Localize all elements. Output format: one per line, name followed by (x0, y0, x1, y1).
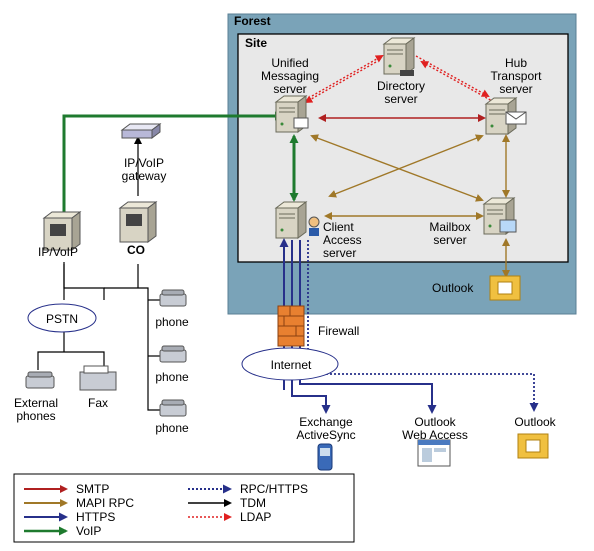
firewall-label: Firewall (318, 324, 360, 338)
legend-label-tdm: TDM (240, 496, 266, 510)
phone-label-3: phone (155, 421, 189, 435)
site-label: Site (245, 36, 268, 50)
outlook-icon-internal (489, 275, 521, 301)
ldap-links (304, 55, 495, 103)
client-access-server-icon (275, 201, 307, 239)
pstn-cloud-icon (27, 303, 97, 333)
gateway-icon (120, 123, 162, 139)
legend-swatches (24, 484, 232, 536)
phone-icon-1 (159, 289, 187, 307)
um-card-icon (293, 117, 309, 129)
web-page-icon (417, 439, 451, 467)
legend-box (13, 473, 355, 543)
voip-links (62, 111, 299, 212)
legend-label-https: HTTPS (76, 510, 116, 524)
internet-label: Internet (270, 358, 312, 372)
switch-icon-ipvoip (42, 211, 82, 251)
co-label: CO (127, 243, 145, 257)
legend-label-ldap: LDAP (240, 510, 272, 524)
forest-label: Forest (234, 14, 271, 28)
mailbox-icon (499, 219, 517, 233)
phone-icon-3 (159, 399, 187, 417)
legend-label-smtp: SMTP (76, 482, 110, 496)
internet-cloud-icon (241, 347, 339, 381)
phone-icon-2 (159, 345, 187, 363)
ip-voip-label: IP/VoIP (37, 245, 79, 259)
tdm-links (37, 136, 160, 411)
user-icon (308, 216, 320, 228)
legend-label-rpc-https: RPC/HTTPS (240, 482, 309, 496)
phone-label-2: phone (155, 370, 189, 384)
fax-label: Fax (87, 396, 109, 410)
legend-label-voip: VoIP (76, 524, 102, 538)
switch-icon-co (118, 201, 158, 243)
external-phones-icon (25, 371, 55, 389)
firewall-icon (277, 305, 305, 347)
outlook-external-label: Outlook (514, 415, 556, 429)
fax-icon (79, 365, 117, 391)
mapi-links (310, 134, 510, 278)
mobile-phone-icon (317, 443, 333, 471)
outlook-internal-label: Outlook (432, 281, 474, 295)
directory-server-icon (383, 37, 415, 75)
directory-keyboard-icon (400, 70, 414, 76)
rpc-https-link (307, 240, 539, 412)
pstn-label: PSTN (45, 312, 79, 326)
outlook-icon-external (517, 433, 549, 459)
phone-label-1: phone (155, 315, 189, 329)
legend-label-mapi-rpc: MAPI RPC (76, 496, 135, 510)
